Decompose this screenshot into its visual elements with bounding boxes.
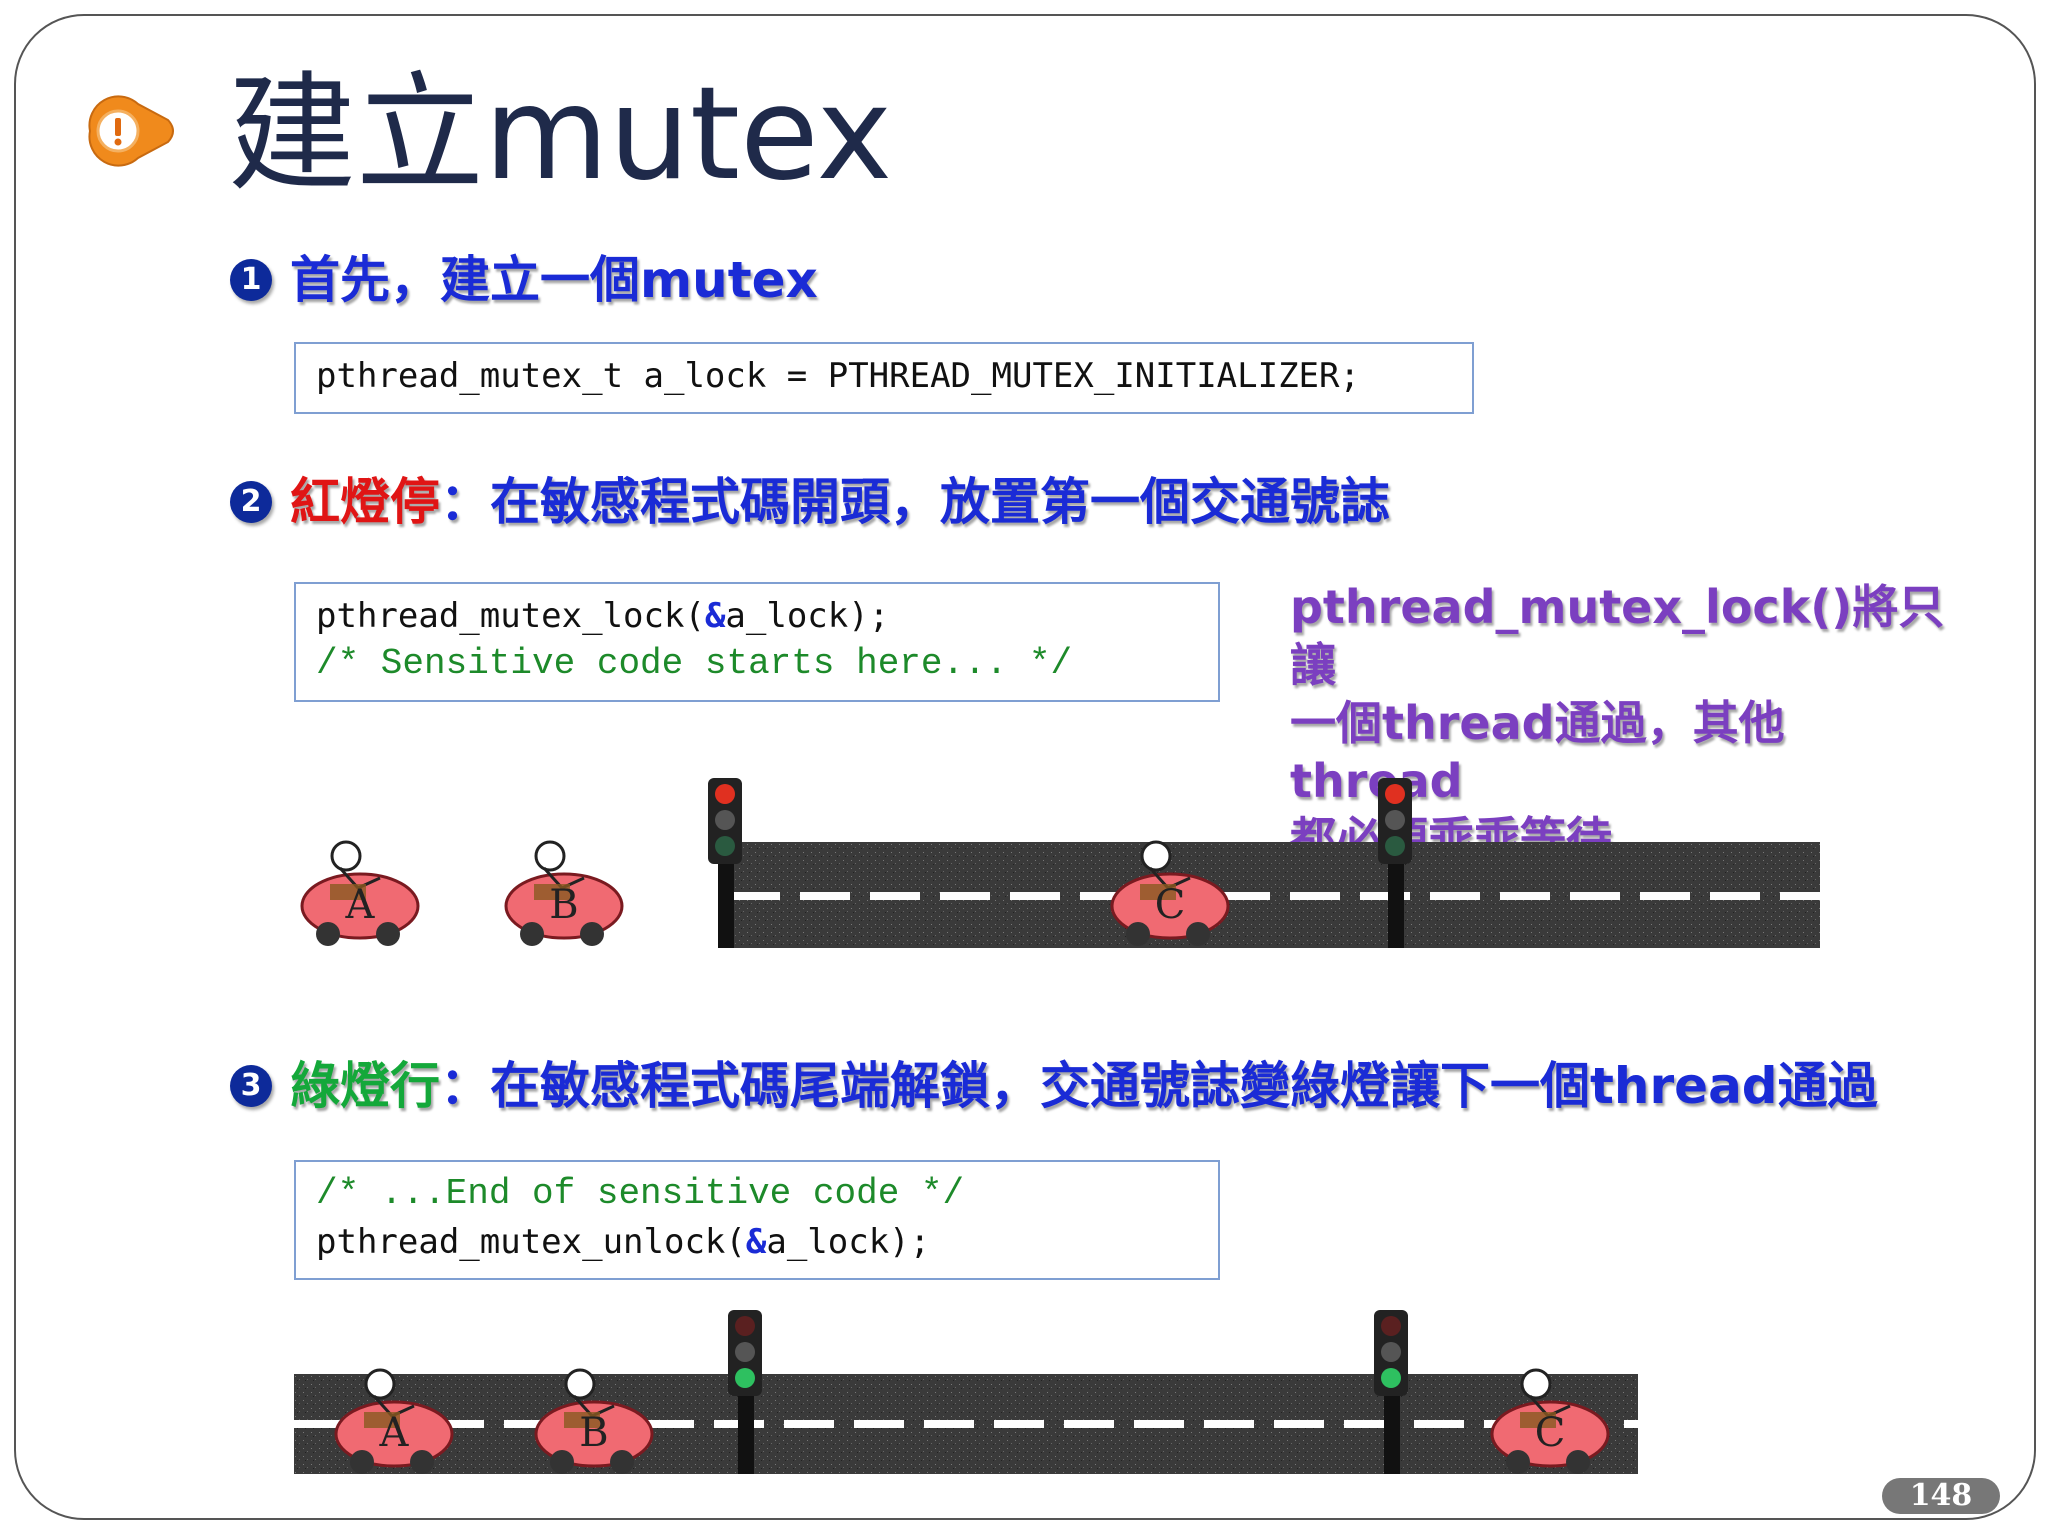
code-text: a_lock);	[766, 1222, 931, 1262]
car-icon: A	[300, 840, 420, 948]
code-amp: &	[745, 1222, 767, 1262]
code-line: pthread_mutex_unlock(&a_lock);	[316, 1218, 1198, 1266]
slide-title: 建立mutex	[228, 60, 893, 209]
code-block-lock: pthread_mutex_lock(&a_lock);/* Sensitive…	[294, 582, 1220, 702]
step-1: 1 首先，建立一個mutex	[230, 250, 818, 310]
car-label: A	[379, 1410, 410, 1456]
step-text: 首先，建立一個mutex	[290, 251, 818, 309]
car-icon: C	[1490, 1368, 1610, 1476]
note-line: 一個thread通過，其他thread	[1290, 696, 1785, 808]
traffic-light-icon	[1374, 1310, 1408, 1474]
step-prefix: 紅燈停	[290, 473, 440, 531]
car-icon: B	[534, 1368, 654, 1476]
car-label: C	[1155, 882, 1186, 928]
car-label: B	[579, 1410, 608, 1456]
step-2: 2 紅燈停：在敏感程式碼開頭，放置第一個交通號誌	[230, 472, 1390, 532]
code-block-unlock: /* ...End of sensitive code */pthread_mu…	[294, 1160, 1220, 1280]
step-number: 1	[230, 258, 272, 301]
code-amp: &	[704, 596, 726, 636]
step-number: 3	[230, 1064, 272, 1107]
traffic-light-icon	[708, 778, 742, 948]
code-text: pthread_mutex_unlock(	[316, 1222, 746, 1262]
lock-note: pthread_mutex_lock()將只讓 一個thread通過，其他thr…	[1290, 578, 1950, 868]
step-text: ：在敏感程式碼開頭，放置第一個交通號誌	[440, 473, 1390, 531]
step-text: ：在敏感程式碼尾端解鎖，交通號誌變綠燈讓下一個thread通過	[440, 1057, 1878, 1115]
code-comment: /* ...End of sensitive code */	[316, 1173, 965, 1214]
code-line: pthread_mutex_lock(&a_lock);	[316, 592, 1198, 640]
car-label: B	[549, 882, 578, 928]
car-icon: C	[1110, 840, 1230, 948]
code-text: pthread_mutex_lock(	[316, 596, 705, 636]
page-number: 148	[1882, 1478, 2000, 1514]
code-text: a_lock);	[725, 596, 890, 636]
traffic-scene-green: A B C	[294, 1310, 1638, 1476]
traffic-light-icon	[728, 1310, 762, 1474]
car-icon: A	[334, 1368, 454, 1476]
note-line: pthread_mutex_lock()將只讓	[1290, 580, 1945, 692]
code-block-init: pthread_mutex_t a_lock = PTHREAD_MUTEX_I…	[294, 342, 1474, 414]
step-number: 2	[230, 480, 272, 523]
car-icon: B	[504, 840, 624, 948]
code-comment: /* Sensitive code starts here... */	[316, 643, 1073, 684]
car-label: A	[345, 882, 376, 928]
traffic-scene-red: A B C	[300, 778, 1820, 948]
step-prefix: 綠燈行	[290, 1057, 440, 1115]
exclamation-tag-icon	[88, 95, 174, 167]
step-3: 3 綠燈行：在敏感程式碼尾端解鎖，交通號誌變綠燈讓下一個thread通過	[230, 1056, 1878, 1116]
car-label: C	[1535, 1410, 1566, 1456]
code-line: pthread_mutex_t a_lock = PTHREAD_MUTEX_I…	[316, 356, 1360, 396]
traffic-light-icon	[1378, 778, 1412, 948]
